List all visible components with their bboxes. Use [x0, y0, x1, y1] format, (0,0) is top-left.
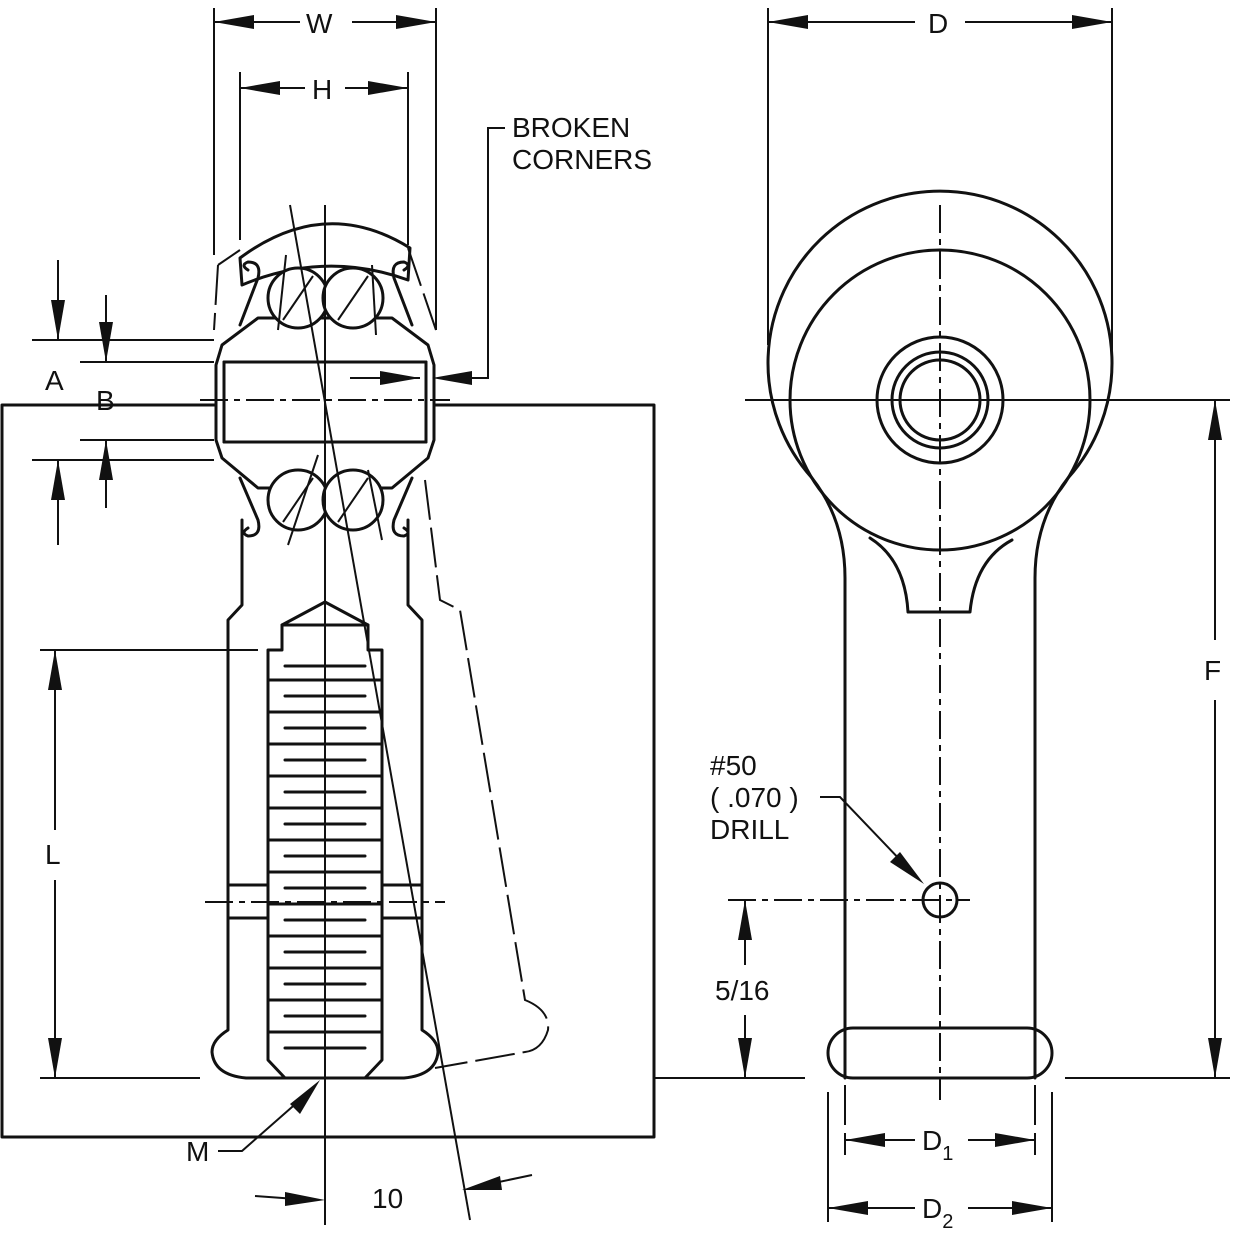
label-F: F: [1204, 655, 1221, 686]
label-L: L: [45, 839, 61, 870]
label-D1: D1: [922, 1125, 953, 1165]
label-D2: D2: [922, 1193, 953, 1233]
front-view: D F #50 ( .070 ) DRILL 5/16 D1: [654, 8, 1230, 1233]
label-A: A: [45, 365, 64, 396]
label-D: D: [928, 8, 948, 39]
label-W: W: [306, 8, 333, 39]
label-H: H: [312, 74, 332, 105]
base-collar: [826, 1026, 1054, 1080]
label-drill-3: DRILL: [710, 814, 789, 845]
label-corners: CORNERS: [512, 144, 652, 175]
label-drill-1: #50: [710, 750, 757, 781]
rod-end-body: [766, 189, 1114, 1030]
label-dist: 5/16: [715, 975, 770, 1006]
side-view: W H BROKEN CORNERS A B: [0, 8, 656, 1225]
label-M: M: [186, 1136, 209, 1167]
label-angle: 10: [372, 1183, 403, 1214]
label-B: B: [96, 385, 115, 416]
label-drill-2: ( .070 ): [710, 782, 799, 813]
label-broken: BROKEN: [512, 112, 630, 143]
